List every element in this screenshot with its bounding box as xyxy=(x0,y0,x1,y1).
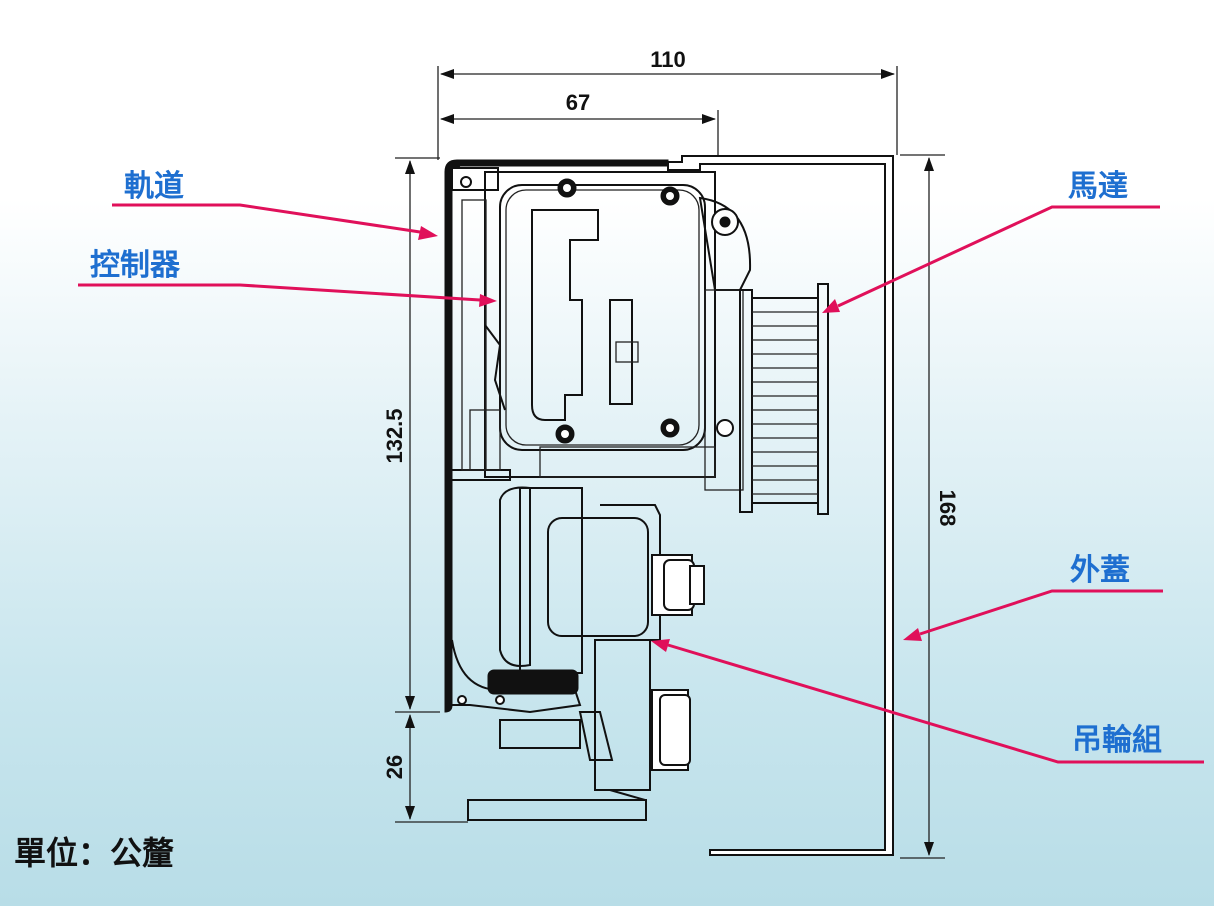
motor-pulley xyxy=(739,283,829,515)
dimension-total-height: 168 xyxy=(900,154,960,859)
dimension-bottom-height: 26 xyxy=(382,714,468,823)
callout-controller: 控制器 xyxy=(78,248,497,307)
dimension-total-width-label: 110 xyxy=(650,47,686,72)
dimension-inner-width-label: 67 xyxy=(566,90,590,115)
callout-motor-label: 馬達 xyxy=(1068,169,1128,204)
callout-cover: 外蓋 xyxy=(903,553,1163,641)
callout-pulley-label: 吊輪組 xyxy=(1072,723,1162,758)
dimension-total-height-label: 168 xyxy=(935,490,960,527)
motor-assembly xyxy=(698,196,752,491)
dimension-inner-width: 67 xyxy=(440,90,719,160)
dimension-rail-height: 132.5 xyxy=(382,157,440,713)
callout-rail: 軌道 xyxy=(112,169,438,240)
unit-note: 單位：公釐 xyxy=(14,834,174,872)
callout-pulley: 吊輪組 xyxy=(651,639,1204,764)
hanging-wheel-assembly xyxy=(467,486,705,821)
dimension-bottom-height-label: 26 xyxy=(382,755,407,779)
controller-box xyxy=(461,171,716,478)
rail-profile xyxy=(444,159,669,714)
callout-rail-label: 軌道 xyxy=(124,169,184,204)
dimension-total-width: 110 xyxy=(437,47,898,160)
dimension-rail-height-label: 132.5 xyxy=(382,408,407,463)
callout-motor: 馬達 xyxy=(822,169,1160,313)
outer-cover xyxy=(667,155,894,856)
callout-cover-label: 外蓋 xyxy=(1070,553,1130,588)
callout-controller-label: 控制器 xyxy=(90,248,181,283)
